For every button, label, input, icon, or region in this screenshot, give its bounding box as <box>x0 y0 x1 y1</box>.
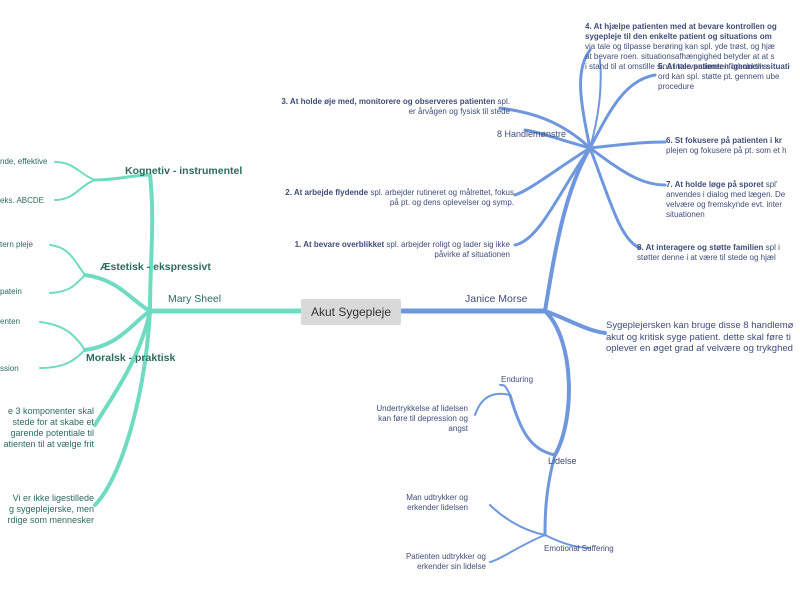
handle-item-6[interactable]: 6. St fokusere på patienten i kr plejen … <box>666 136 787 155</box>
moralsk-item-1[interactable]: enten <box>0 317 21 326</box>
handle-item-7[interactable]: 7. At holde løge på sporet spl' anvendes… <box>666 180 786 219</box>
moralsk-label[interactable]: Moralsk - praktisk <box>86 352 176 364</box>
kognitiv-label[interactable]: Kognetiv - instrumentel <box>125 165 243 177</box>
handlemonstre-label[interactable]: 8 Handlemønstre <box>497 129 567 139</box>
branch-kognitiv <box>148 173 155 313</box>
handle-item-1[interactable]: 1. At bevare overblikket spl. arbejder r… <box>294 240 510 259</box>
central-topic[interactable]: Akut Sygepleje <box>301 299 401 325</box>
handle-item-4[interactable]: 4. At hjælpe patienten med at bevare kon… <box>585 22 777 71</box>
undertrykkelse-note[interactable]: Undertrykkelse af lidelsen kan føre til … <box>376 404 468 433</box>
patient-udtrykker-note[interactable]: Patienten udtrykker og erkender sin lide… <box>405 552 486 571</box>
mary-sheel-label[interactable]: Mary Sheel <box>168 293 222 305</box>
man-udtrykker-note[interactable]: Man udtrykker og erkender lidelsen <box>406 493 468 512</box>
branch-moralsk <box>83 309 152 352</box>
handle-item-2[interactable]: 2. At arbejde flydende spl. arbejder rut… <box>285 188 514 207</box>
kognitiv-item-1[interactable]: nde, effektive <box>0 157 48 166</box>
kognitiv-item-2[interactable]: eks. ABCDE <box>0 196 45 205</box>
enduring-label[interactable]: Enduring <box>501 375 534 384</box>
branch-note2 <box>93 309 152 507</box>
lidelse-label[interactable]: Lidelse <box>548 456 577 466</box>
branch-aestetisk <box>83 273 152 313</box>
aestetisk-item-1[interactable]: tern pleje <box>0 240 33 249</box>
emotional-suffering-label[interactable]: Emotional Suffering <box>544 544 614 553</box>
handle-item-8[interactable]: 8. At interagere og støtte familien spl … <box>637 243 780 262</box>
handle-item-5[interactable]: 5. At tale patienten igennem situati ord… <box>658 62 790 91</box>
moralsk-item-2[interactable]: ssion <box>0 364 19 373</box>
janice-morse-label[interactable]: Janice Morse <box>465 293 528 305</box>
right-note[interactable]: Sygeplejersken kan bruge disse 8 handlem… <box>606 320 794 354</box>
handle-item-3[interactable]: 3. At holde øje med, monitorere og obser… <box>281 97 510 116</box>
aestetisk-label[interactable]: Æstetisk - ekspressivt <box>100 261 211 273</box>
aestetisk-item-2[interactable]: patein <box>0 287 22 296</box>
branch-note1 <box>93 309 152 427</box>
